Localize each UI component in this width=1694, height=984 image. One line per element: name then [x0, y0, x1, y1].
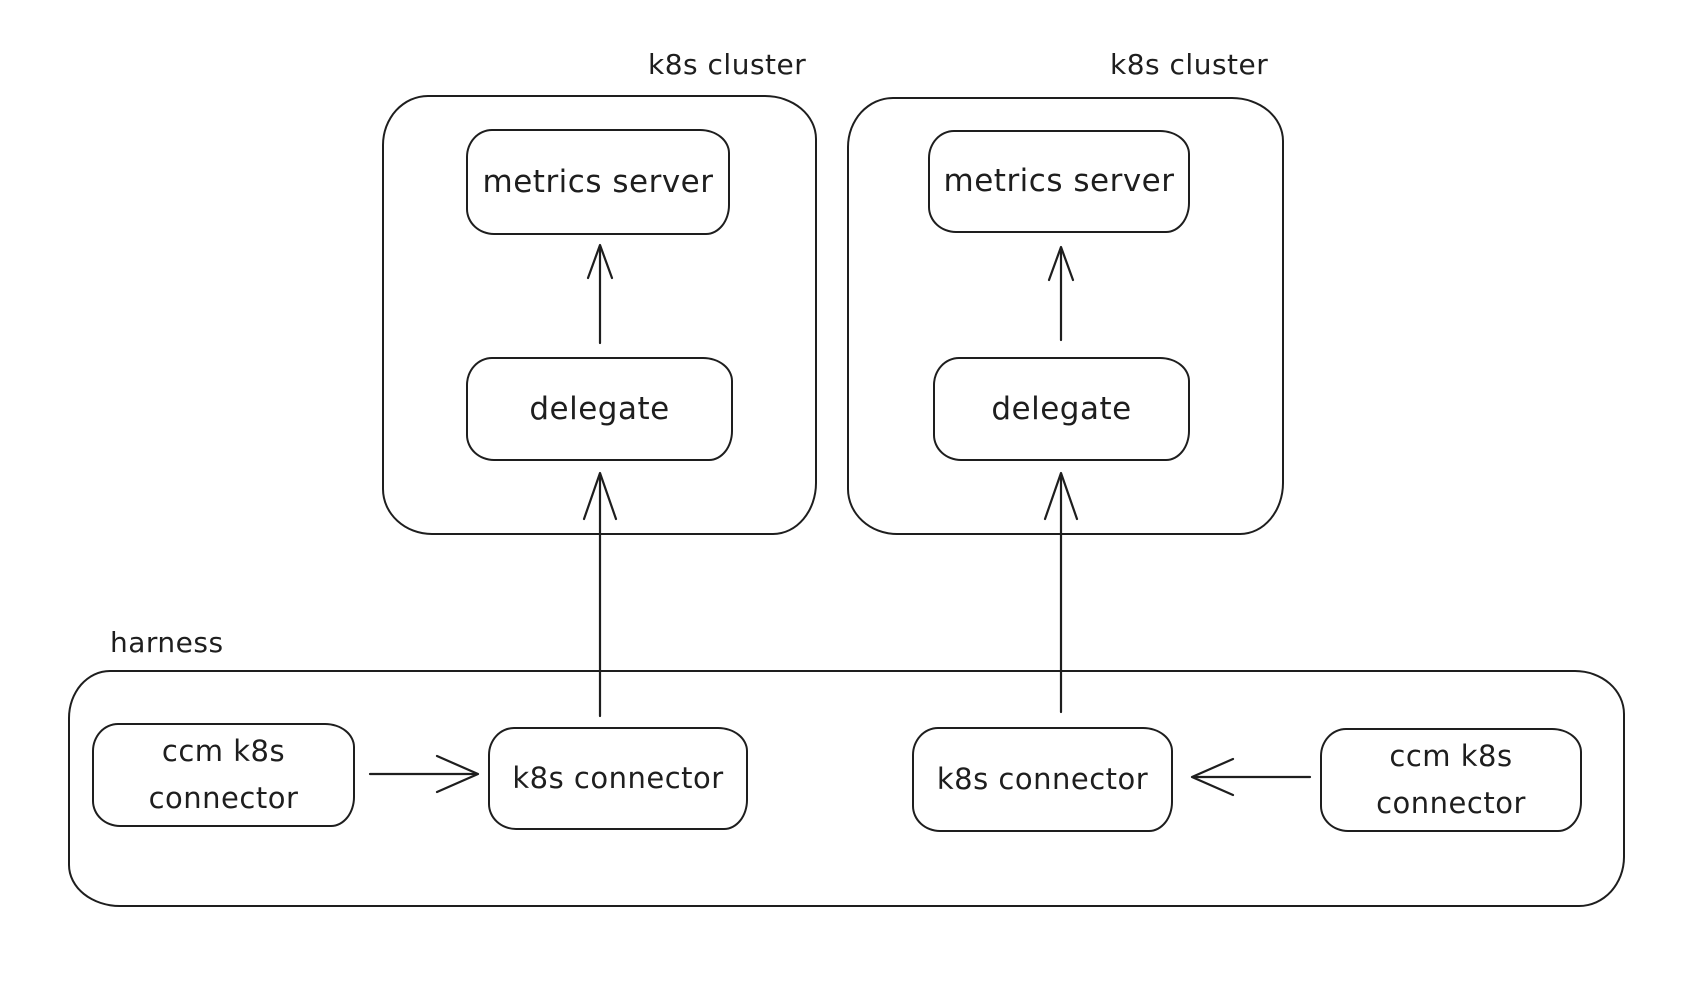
k8s-connector-label: k8s connector	[936, 762, 1149, 797]
ccm-k8s-connector-label: ccm k8s connector	[148, 734, 299, 815]
delegate-box-right: delegate	[933, 357, 1190, 461]
metrics-server-label: metrics server	[482, 163, 714, 200]
k8s-cluster-label-left: k8s cluster	[648, 48, 807, 81]
delegate-label: delegate	[529, 390, 670, 427]
ccm-k8s-connector-label: ccm k8s connector	[1376, 739, 1526, 820]
delegate-label: delegate	[991, 390, 1132, 427]
k8s-connector-box-right: k8s connector	[912, 727, 1173, 832]
harness-box	[68, 670, 1625, 907]
ccm-k8s-connector-box-left: ccm k8s connector	[92, 723, 355, 827]
k8s-connector-box-left: k8s connector	[488, 727, 748, 830]
ccm-k8s-connector-box-right: ccm k8s connector	[1320, 728, 1582, 832]
metrics-server-label: metrics server	[943, 163, 1175, 200]
metrics-server-box-left: metrics server	[466, 129, 730, 235]
k8s-cluster-label-right: k8s cluster	[1110, 48, 1269, 81]
k8s-cluster-box-right	[847, 97, 1284, 535]
k8s-connector-label: k8s connector	[512, 761, 724, 796]
harness-label: harness	[110, 626, 224, 659]
metrics-server-box-right: metrics server	[928, 130, 1190, 233]
delegate-box-left: delegate	[466, 357, 733, 461]
